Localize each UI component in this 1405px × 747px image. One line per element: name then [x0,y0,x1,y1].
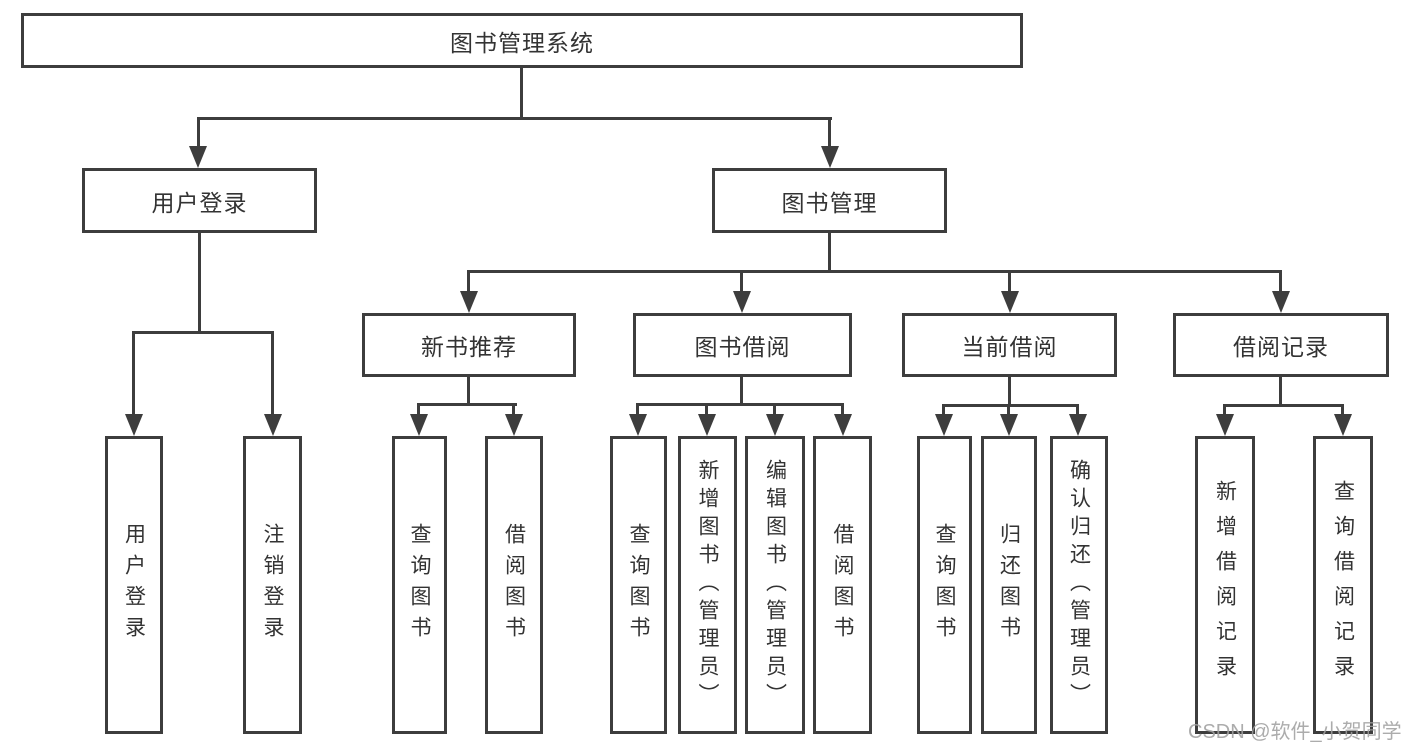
arrow-down-icon [125,414,143,436]
connector-line [841,403,844,418]
connector-line [132,331,135,416]
connector-line [417,403,517,406]
connector-line [1279,377,1282,406]
connector-line [942,404,945,418]
connector-line [740,377,743,406]
leaf-query-books-recommend-label: 查询图书 [408,523,431,647]
leaf-borrow-books-recommend: 借阅图书 [485,436,543,734]
leaf-user-login-label: 用户登录 [122,523,146,647]
connector-line [1223,404,1343,407]
leaf-edit-books-admin: 编辑图书（管理员） [745,436,805,734]
leaf-query-borrow-record: 查询借阅记录 [1313,436,1373,734]
arrow-down-icon [410,414,428,436]
connector-line [636,403,844,406]
leaf-confirm-return-admin: 确认归还（管理员） [1050,436,1108,734]
arrow-down-icon [698,414,716,436]
arrow-down-icon [1000,414,1018,436]
leaf-user-login: 用户登录 [105,436,163,734]
leaf-query-borrow-record-label: 查询借阅记录 [1331,480,1355,690]
leaf-logout-label: 注销登录 [261,523,284,647]
arrow-down-icon [733,291,751,313]
connector-line [1223,404,1226,418]
arrow-down-icon [1216,414,1234,436]
node-borrowing-records: 借阅记录 [1173,313,1389,377]
connector-line [1007,404,1010,418]
connector-line [1341,404,1344,418]
connector-line [512,403,515,418]
arrow-down-icon [1001,291,1019,313]
leaf-add-borrow-record-label: 新增借阅记录 [1213,480,1237,690]
arrow-down-icon [1069,414,1087,436]
arrow-down-icon [766,414,784,436]
connector-line [1279,270,1282,292]
leaf-return-books: 归还图书 [981,436,1037,734]
leaf-add-borrow-record: 新增借阅记录 [1195,436,1255,734]
leaf-logout: 注销登录 [243,436,302,734]
connector-line [1008,270,1011,292]
connector-line [467,270,470,292]
node-current-borrowing: 当前借阅 [902,313,1117,377]
node-book-management: 图书管理 [712,168,947,233]
leaf-borrow-books-recommend-label: 借阅图书 [502,523,526,647]
connector-line [467,270,1282,273]
connector-line [740,270,743,292]
connector-line [197,117,832,120]
leaf-query-books-borrowing: 查询图书 [610,436,667,734]
csdn-watermark: CSDN @软件_小贺同学 [1188,721,1402,743]
connector-line [197,117,200,147]
connector-line [417,403,420,418]
connector-line [1008,377,1011,406]
arrow-down-icon [629,414,647,436]
connector-line [467,377,470,406]
leaf-query-books-current-label: 查询图书 [933,523,956,647]
connector-line [828,117,831,147]
arrow-down-icon [834,414,852,436]
leaf-query-books-recommend: 查询图书 [392,436,447,734]
connector-line [132,331,274,334]
node-library-system: 图书管理系统 [21,13,1023,68]
node-book-borrowing: 图书借阅 [633,313,852,377]
arrow-down-icon [935,414,953,436]
arrow-down-icon [1272,291,1290,313]
arrow-down-icon [505,414,523,436]
connector-line [198,233,201,334]
arrow-down-icon [821,146,839,168]
leaf-add-books-admin-label: 新增图书（管理员） [696,459,719,711]
arrow-down-icon [460,291,478,313]
leaf-add-books-admin: 新增图书（管理员） [678,436,737,734]
arrow-down-icon [1334,414,1352,436]
leaf-borrow-books: 借阅图书 [813,436,872,734]
leaf-return-books-label: 归还图书 [997,523,1021,647]
connector-line [520,68,523,118]
connector-line [705,403,708,418]
leaf-confirm-return-admin-label: 确认归还（管理员） [1067,459,1091,711]
connector-line [636,403,639,418]
connector-line [942,404,1079,407]
arrow-down-icon [189,146,207,168]
connector-line [828,233,831,273]
leaf-query-books-current: 查询图书 [917,436,972,734]
connector-line [271,331,274,416]
leaf-query-books-borrowing-label: 查询图书 [627,523,650,647]
leaf-borrow-books-label: 借阅图书 [831,523,854,647]
node-user-login: 用户登录 [82,168,317,233]
connector-line [773,403,776,418]
connector-line [1076,404,1079,418]
leaf-edit-books-admin-label: 编辑图书（管理员） [763,459,787,711]
arrow-down-icon [264,414,282,436]
node-new-book-recommend: 新书推荐 [362,313,576,377]
